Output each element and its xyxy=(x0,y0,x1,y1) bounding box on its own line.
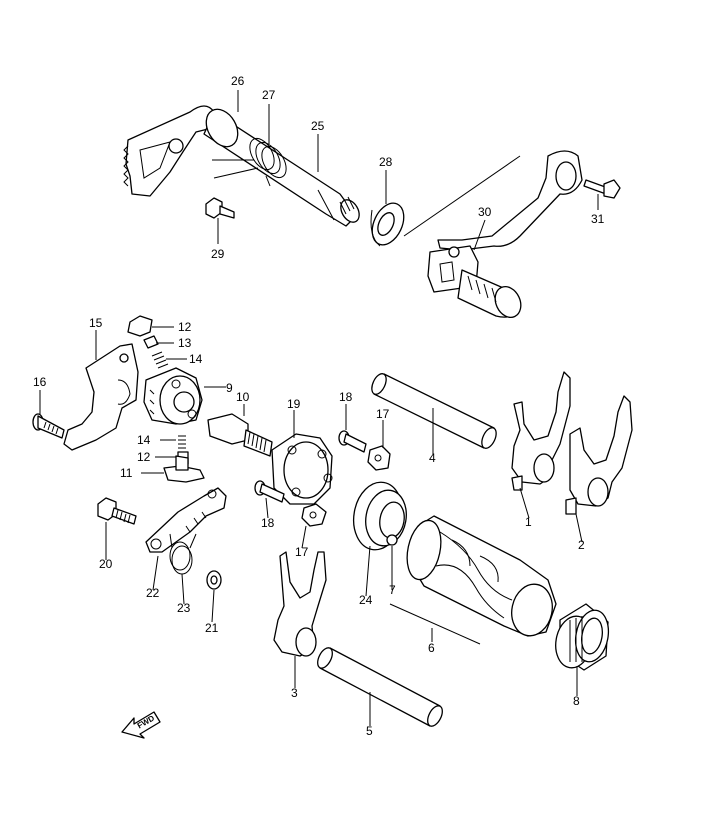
callout-12-top: 12 xyxy=(178,320,192,334)
callout-28: 28 xyxy=(379,155,393,169)
part-18-screw-upper xyxy=(338,430,367,453)
part-26-shift-arm xyxy=(123,105,221,197)
callout-leaders xyxy=(39,90,599,726)
callout-21: 21 xyxy=(205,621,219,635)
callout-17-top: 17 xyxy=(376,407,390,421)
callout-27: 27 xyxy=(262,88,276,102)
part-7-pin xyxy=(386,534,398,546)
callout-31: 31 xyxy=(591,212,605,226)
callout-14-top: 14 xyxy=(189,352,203,366)
callout-1: 1 xyxy=(525,515,532,529)
callout-6: 6 xyxy=(428,641,435,655)
callout-13: 13 xyxy=(178,336,192,350)
callout-25: 25 xyxy=(311,119,325,133)
callout-26: 26 xyxy=(231,74,245,88)
part-24-bearing xyxy=(352,481,407,551)
callout-2: 2 xyxy=(578,538,585,552)
callout-10: 10 xyxy=(236,390,250,404)
assembly-line-shaft-to-pedal xyxy=(403,155,521,237)
callout-15: 15 xyxy=(89,316,103,330)
callout-23: 23 xyxy=(177,601,191,615)
callout-24: 24 xyxy=(359,593,373,607)
part-19-cam-stopper xyxy=(271,433,333,505)
part-14-spring-top xyxy=(151,351,169,369)
callout-20: 20 xyxy=(99,557,113,571)
part-12-stopper-pin-top xyxy=(127,315,153,337)
part-17-pin-upper xyxy=(367,445,391,471)
part-1-shift-fork xyxy=(511,371,571,491)
callout-7: 7 xyxy=(389,583,396,597)
part-2-shift-fork xyxy=(565,395,633,515)
callout-9: 9 xyxy=(226,381,233,395)
part-9-cam-driven-gear xyxy=(143,367,203,425)
part-22-shift-arm xyxy=(145,487,227,553)
callout-12-lower: 12 xyxy=(137,450,151,464)
part-21-washer xyxy=(206,570,222,590)
callout-18-top: 18 xyxy=(339,390,353,404)
callout-5: 5 xyxy=(366,724,373,738)
part-31-pedal-bolt xyxy=(583,179,621,199)
callout-22: 22 xyxy=(146,586,160,600)
callout-14-lower: 14 xyxy=(137,433,151,447)
callout-3: 3 xyxy=(291,686,298,700)
fwd-arrow-icon: FWD xyxy=(121,711,161,739)
part-10-cam-bolt xyxy=(207,413,273,457)
callout-4: 4 xyxy=(429,451,436,465)
part-17-pin-lower xyxy=(301,503,327,527)
callout-30: 30 xyxy=(478,205,492,219)
callout-17-lower: 17 xyxy=(295,545,309,559)
callout-29: 29 xyxy=(211,247,225,261)
part-6-cam-drum xyxy=(406,515,557,637)
callout-19: 19 xyxy=(287,397,301,411)
part-27-return-spring xyxy=(212,137,287,187)
part-4-fork-shaft xyxy=(371,373,497,449)
part-20-bolt xyxy=(97,497,137,525)
part-18-screw-lower xyxy=(254,480,285,503)
part-30-shift-pedal xyxy=(427,150,583,319)
part-14-spring-lower xyxy=(178,435,186,449)
part-11-pawl xyxy=(163,455,205,483)
callout-18-lower: 18 xyxy=(261,516,275,530)
part-3-shift-fork xyxy=(273,551,327,657)
part-8-needle-bearing xyxy=(555,603,610,671)
callout-11: 11 xyxy=(120,466,133,480)
part-5-fork-shaft xyxy=(317,647,443,727)
part-29-stopper-bolt xyxy=(205,197,235,219)
part-28-oil-seal xyxy=(370,202,405,247)
callout-numbers: 26 27 25 28 29 30 31 15 12 13 14 16 9 10… xyxy=(33,74,605,738)
part-16-screw xyxy=(32,413,65,439)
callout-8: 8 xyxy=(573,694,580,708)
part-15-shift-plate xyxy=(63,343,139,451)
part-13-pin xyxy=(143,335,159,349)
callout-16: 16 xyxy=(33,375,47,389)
